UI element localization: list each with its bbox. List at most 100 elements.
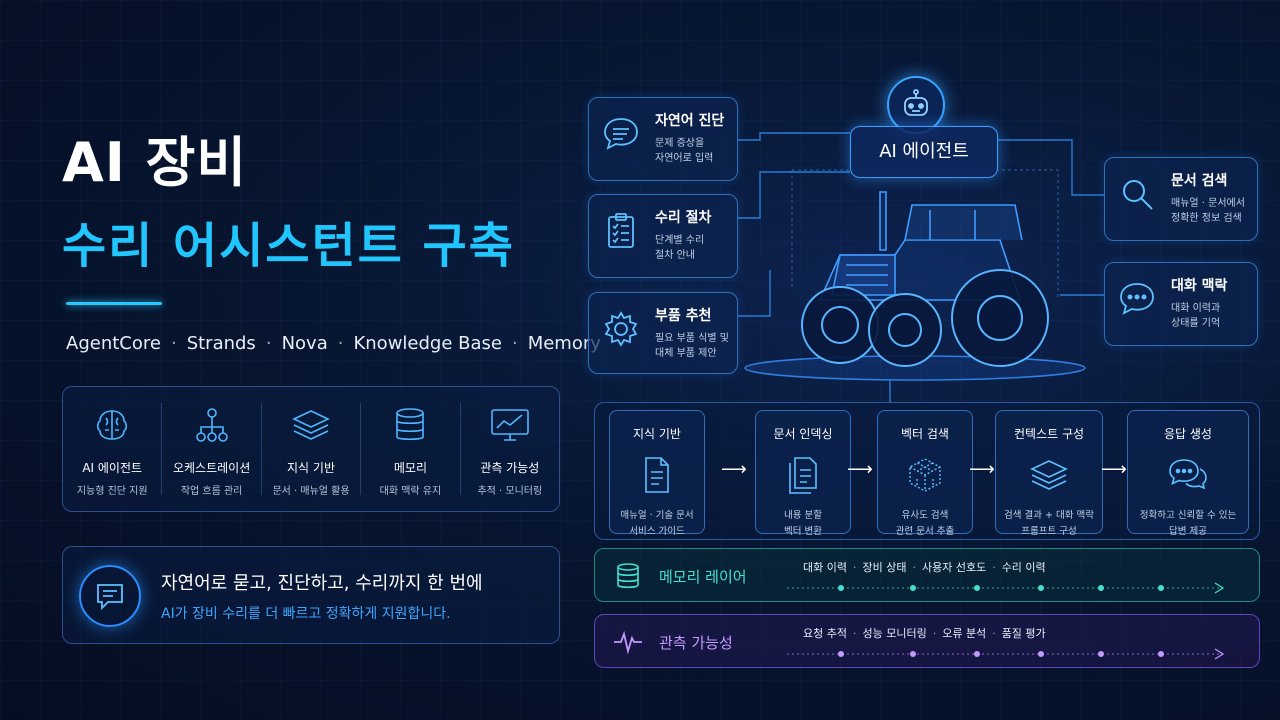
step-desc: 내용 분할 벡터 변환 — [784, 510, 822, 537]
database-icon — [613, 561, 643, 591]
memory-layer: 메모리 레이어 대화 이력·장비 상태·사용자 선호도·수리 이력 — [594, 548, 1260, 602]
tagline-panel: 자연어로 묻고, 진단하고, 수리까지 한 번에 AI가 장비 수리를 더 빠르… — [62, 546, 560, 644]
tech-item: Nova — [281, 333, 328, 354]
vector-cube-icon — [878, 452, 972, 498]
workflow-icon — [162, 403, 260, 447]
feature-observability: 관측 가능성 추적 · 모니터링 — [461, 403, 559, 497]
feature-desc: 작업 흐름 관리 — [180, 486, 243, 497]
card-title: 수리 절차 — [655, 210, 712, 226]
card-conversation-context: 대화 맥락 대화 이력과 상태를 기억 — [1104, 262, 1258, 346]
card-part-recommendation: 부품 추천 필요 부품 식별 및 대체 부품 제안 — [588, 292, 738, 374]
layers-icon — [996, 452, 1102, 498]
feature-orchestration: 오케스트레이션 작업 흐름 관리 — [162, 403, 262, 497]
card-desc: 매뉴얼 · 문서에서 정확한 정보 검색 — [1171, 198, 1245, 224]
document-icon — [610, 452, 704, 498]
search-icon — [1115, 172, 1159, 216]
feature-name: AI 에이전트 — [82, 461, 143, 475]
layer-item: 요청 추적 — [803, 627, 847, 640]
card-title: 문서 검색 — [1171, 173, 1228, 189]
feature-name: 지식 기반 — [287, 461, 335, 475]
page-title: AI 장비 — [62, 131, 248, 194]
separator: · — [170, 333, 177, 354]
card-desc: 필요 부품 식별 및 대체 부품 제안 — [655, 333, 729, 359]
chat-dots-icon — [1115, 277, 1159, 321]
step-title: 문서 인덱싱 — [773, 427, 833, 441]
gear-icon — [599, 307, 643, 351]
feature-name: 오케스트레이션 — [172, 461, 251, 475]
brain-icon — [63, 403, 161, 447]
card-desc: 대화 이력과 상태를 기억 — [1171, 303, 1221, 329]
feature-desc: 지능형 진단 지원 — [76, 486, 148, 497]
tech-stack-row: AgentCore · Strands · Nova · Knowledge Base · Me… — [66, 333, 601, 354]
clipboard-checklist-icon — [599, 209, 643, 253]
tech-item: Knowledge Base — [353, 333, 502, 354]
step-vector-search: 벡터 검색 유사도 검색 관련 문서 추출 — [877, 410, 973, 537]
title-underline — [66, 302, 162, 305]
step-document-indexing: 문서 인덱싱 내용 분할 벡터 변환 — [755, 410, 851, 537]
card-document-search: 문서 검색 매뉴얼 · 문서에서 정확한 정보 검색 — [1104, 157, 1258, 241]
layer-item: 장비 상태 — [862, 561, 907, 574]
layer-item: 품질 평가 — [1001, 627, 1046, 640]
layer-name: 메모리 레이어 — [659, 568, 747, 586]
tech-item: AgentCore — [66, 333, 161, 354]
feature-name: 메모리 — [393, 461, 427, 475]
step-knowledge-base: 지식 기반 매뉴얼 · 기술 문서 서비스 가이드 — [609, 410, 705, 537]
step-title: 컨텍스트 구성 — [1013, 427, 1085, 441]
feature-ai-agent: AI 에이전트 지능형 진단 지원 — [63, 403, 163, 497]
feature-desc: 추적 · 모니터링 — [477, 486, 543, 497]
separator: · — [337, 333, 344, 354]
card-desc: 단계별 수리 절차 안내 — [655, 235, 705, 261]
step-desc: 유사도 검색 관련 문서 추출 — [895, 510, 955, 537]
feature-desc: 문서 · 매뉴얼 활용 — [272, 486, 350, 497]
card-repair-procedure: 수리 절차 단계별 수리 절차 안내 — [588, 194, 738, 278]
monitor-chart-icon — [461, 403, 559, 447]
layer-item: 수리 이력 — [1001, 561, 1046, 574]
separator: · — [265, 333, 272, 354]
layer-item: 성능 모니터링 — [862, 627, 927, 640]
step-context-building: 컨텍스트 구성 검색 결과 + 대화 맥락 프롬프트 구성 — [995, 410, 1103, 537]
chat-bubble-icon — [599, 112, 643, 156]
arrow-icon: ⟶ — [969, 459, 995, 480]
pulse-icon — [613, 627, 643, 657]
observability-timeline — [787, 648, 1225, 660]
arrow-icon: ⟶ — [847, 459, 873, 480]
rag-pipeline: 지식 기반 매뉴얼 · 기술 문서 서비스 가이드 ⟶ 문서 인덱싱 내용 분할… — [594, 402, 1260, 540]
arrow-icon: ⟶ — [1101, 459, 1127, 480]
card-title: 대화 맥락 — [1171, 278, 1228, 294]
layer-item: 오류 분석 — [942, 627, 987, 640]
tagline-main: 자연어로 묻고, 진단하고, 수리까지 한 번에 — [161, 573, 483, 594]
layer-item: 사용자 선호도 — [921, 561, 987, 574]
step-title: 응답 생성 — [1164, 427, 1212, 441]
separator: · — [511, 333, 518, 354]
layer-name: 관측 가능성 — [659, 634, 733, 652]
documents-stack-icon — [756, 452, 850, 498]
chat-bubble-icon — [79, 565, 141, 627]
layer-items: 대화 이력·장비 상태·사용자 선호도·수리 이력 — [803, 561, 1046, 574]
feature-memory: 메모리 대화 맥락 유지 — [361, 403, 461, 497]
step-response-generation: 응답 생성 정확하고 신뢰할 수 있는 답변 제공 — [1127, 410, 1249, 537]
layer-items: 요청 추적·성능 모니터링·오류 분석·품질 평가 — [803, 627, 1046, 640]
feature-name: 관측 가능성 — [480, 461, 540, 475]
tech-item: Strands — [186, 333, 256, 354]
layers-icon — [262, 403, 360, 447]
feature-panel: AI 에이전트 지능형 진단 지원 오케스트레이션 작업 흐름 관리 지식 기반… — [62, 386, 560, 512]
step-title: 지식 기반 — [633, 427, 681, 441]
card-natural-language-diagnosis: 자연어 진단 문제 증상을 자연어로 입력 — [588, 97, 738, 181]
observability-layer: 관측 가능성 요청 추적·성능 모니터링·오류 분석·품질 평가 — [594, 614, 1260, 668]
step-desc: 매뉴얼 · 기술 문서 서비스 가이드 — [620, 510, 694, 537]
step-desc: 검색 결과 + 대화 맥락 프롬프트 구성 — [1004, 510, 1094, 537]
card-title: 자연어 진단 — [655, 113, 725, 129]
ai-agent-node: AI 에이전트 — [850, 126, 998, 178]
card-desc: 문제 증상을 자연어로 입력 — [655, 138, 714, 164]
arrow-icon: ⟶ — [721, 459, 747, 480]
database-icon — [361, 403, 459, 447]
card-title: 부품 추천 — [655, 308, 712, 324]
tagline-sub: AI가 장비 수리를 더 빠르고 정확하게 지원합니다. — [161, 606, 451, 622]
chat-dots-icon — [1128, 452, 1248, 498]
step-desc: 정확하고 신뢰할 수 있는 답변 제공 — [1139, 510, 1237, 537]
feature-knowledge-base: 지식 기반 문서 · 매뉴얼 활용 — [262, 403, 362, 497]
layer-item: 대화 이력 — [803, 561, 847, 574]
tech-item: Memory — [527, 333, 601, 354]
memory-timeline — [787, 582, 1225, 594]
